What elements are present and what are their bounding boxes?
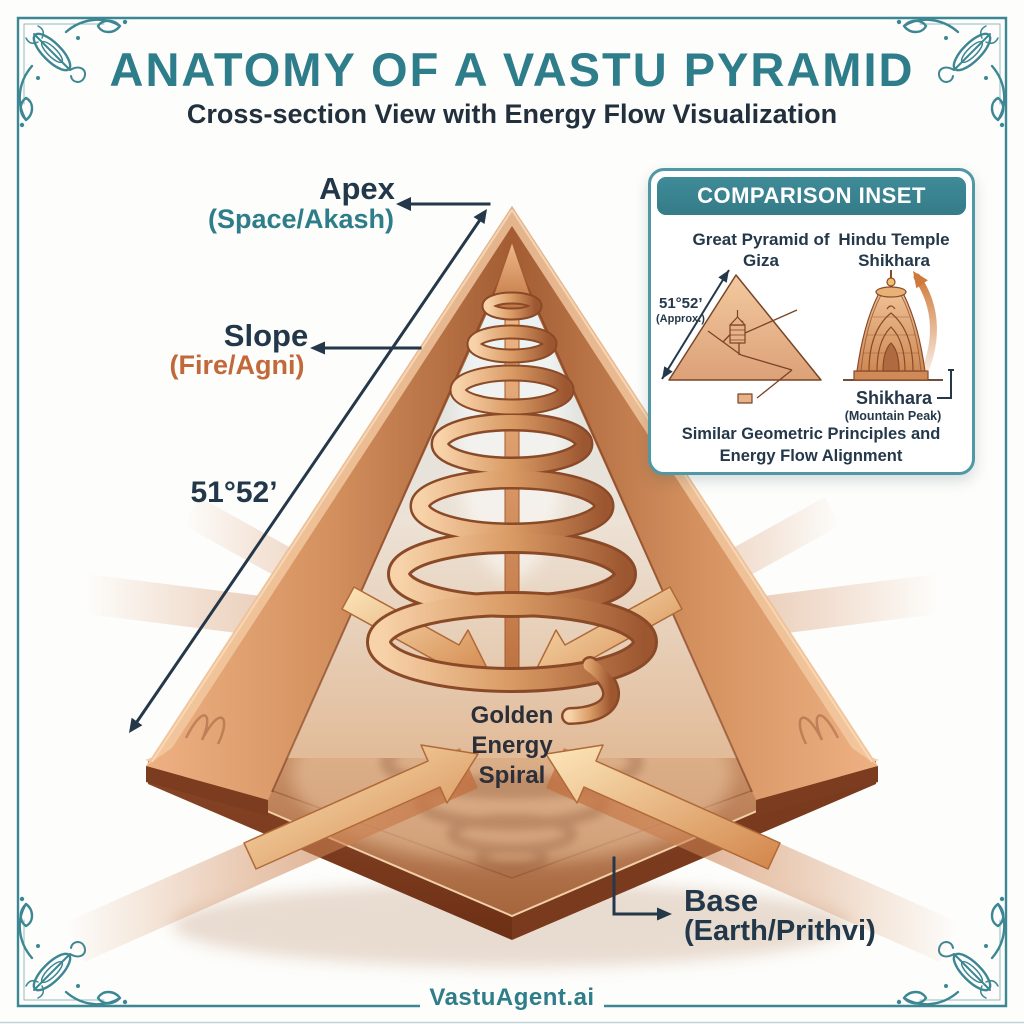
base-label: Base — [684, 883, 759, 918]
temple-energy-arrow — [913, 271, 937, 375]
angle-measure-arrow — [129, 209, 487, 733]
temple-title: Hindu Temple Shikhara — [838, 230, 950, 270]
apex-label: Apex — [319, 171, 395, 206]
comparison-inset-card: COMPARISON INSET — [648, 168, 975, 475]
inward-energy-arrows — [341, 586, 683, 683]
slope-sublabel: (Fire/Agni) — [169, 350, 305, 380]
pyramid-left-slope — [146, 206, 513, 816]
giza-angle-arrow — [661, 269, 730, 380]
shikhara-sublabel: (Mountain Peak) — [844, 409, 942, 423]
apex-sublabel: (Space/Akash) — [207, 204, 395, 234]
slope-connector-arrow — [310, 341, 422, 355]
comparison-inset-title: COMPARISON INSET — [657, 177, 966, 215]
giza-angle-note: (Approx.) — [656, 313, 705, 325]
front-inward-arrows — [243, 744, 781, 870]
page-subtitle: Cross-section View with Energy Flow Visu… — [186, 99, 838, 129]
energy-spiral — [366, 291, 658, 725]
shikhara-connector-line — [937, 369, 954, 399]
base-connector-arrow — [612, 856, 672, 921]
giza-pyramid-drawing — [668, 274, 822, 404]
slope-angle-value: 51°52’ — [190, 476, 278, 509]
inset-caption: Similar Geometric Principles and Energy … — [681, 425, 941, 465]
shikhara-label: Shikhara — [855, 388, 933, 408]
giza-title: Great Pyramid of Giza — [692, 230, 830, 270]
page-title: ANATOMY OF A VASTU PYRAMID — [109, 43, 915, 96]
giza-angle-value: 51°52’ — [659, 295, 703, 312]
comparison-inset-illustration — [661, 269, 954, 404]
footer-brand: VastuAgent.ai — [429, 984, 595, 1011]
slope-label: Slope — [223, 318, 309, 353]
page-frame — [0, 16, 1024, 1024]
temple-shikhara-drawing — [843, 270, 943, 381]
energy-spiral-label: Golden Energy Spiral — [470, 702, 554, 789]
apex-connector-arrow — [396, 197, 491, 211]
base-sublabel: (Earth/Prithvi) — [684, 915, 876, 947]
pyramid-right-slope — [511, 206, 878, 816]
